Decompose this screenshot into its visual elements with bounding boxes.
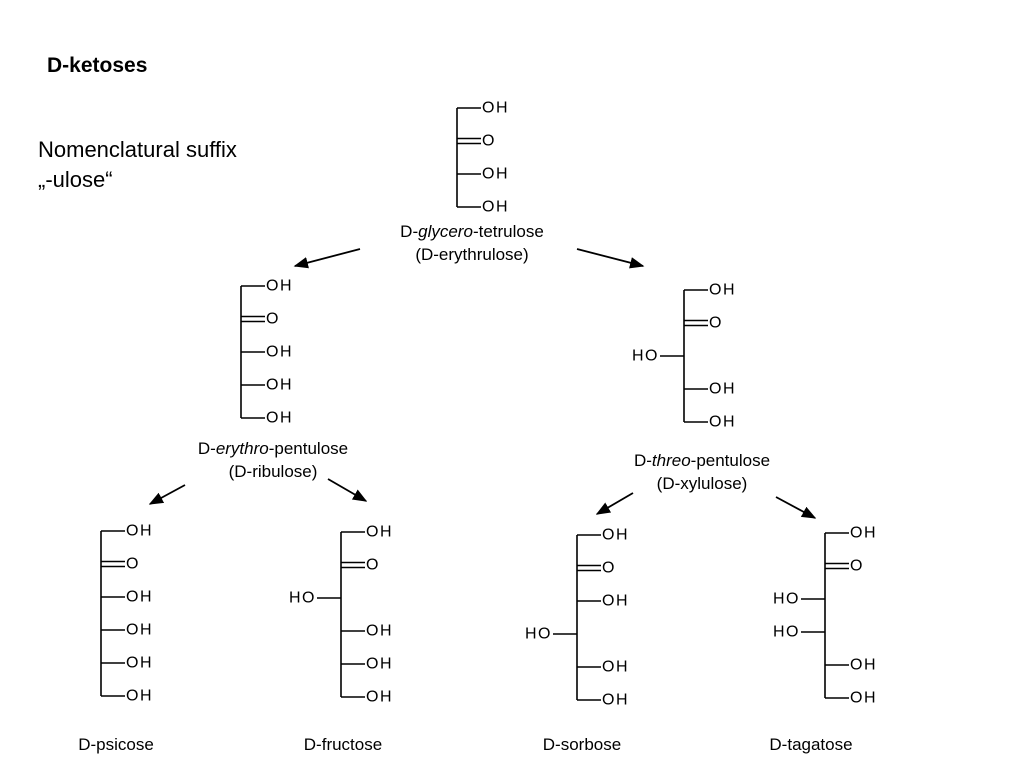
hydroxyl-group-label: OH: [126, 688, 153, 705]
arrows-layer: [148, 248, 817, 519]
arrow-tetrulose-to-xylulose: [576, 248, 645, 269]
compound-name-tagatose: D-tagatose: [769, 735, 852, 754]
hydroxyl-group-label: HO: [289, 590, 316, 607]
compound-name-psicose: D-psicose: [78, 735, 154, 754]
carbonyl-oxygen-label: O: [850, 558, 864, 575]
name-prefix: D-: [634, 451, 652, 470]
hydroxyl-group-label: OH: [850, 657, 877, 674]
carbonyl-oxygen-label: O: [126, 556, 140, 573]
carbonyl-oxygen-label: O: [366, 557, 380, 574]
compound-name-fructose: D-fructose: [304, 735, 382, 754]
compound-common-name-xylulose: (D-xylulose): [657, 474, 748, 493]
hydroxyl-group-label: HO: [525, 626, 552, 643]
hydroxyl-group-label: HO: [632, 348, 659, 365]
structures-layer: OHOOHOHOHOOHOHOHOHOHOOHOHOHOOHOHOHOHOHOH…: [100, 100, 877, 709]
name-stereo-prefix: glycero: [418, 222, 473, 241]
hydroxyl-group-label: OH: [266, 278, 293, 295]
hydroxyl-group-label: OH: [126, 589, 153, 606]
structure-tagatose: OH O HO HO OH OH: [773, 525, 877, 707]
compound-common-name-ribulose: (D-ribulose): [229, 462, 318, 481]
arrow-xylulose-to-tagatose: [775, 496, 817, 519]
hydroxyl-group-label: OH: [366, 623, 393, 640]
hydroxyl-group-label: OH: [366, 524, 393, 541]
hydroxyl-group-label: OH: [366, 656, 393, 673]
carbonyl-oxygen-label: O: [709, 315, 723, 332]
name-suffix: -pentulose: [269, 439, 348, 458]
carbonyl-oxygen-label: O: [266, 311, 280, 328]
arrow-ribulose-to-psicose: [148, 484, 186, 505]
carbonyl-oxygen-label: O: [482, 133, 496, 150]
nomenclature-note: Nomenclatural suffix „-ulose“: [38, 135, 237, 195]
name-suffix: -pentulose: [691, 451, 770, 470]
hydroxyl-group-label: OH: [126, 655, 153, 672]
hydroxyl-group-label: OH: [602, 659, 629, 676]
slide-title: D-ketoses: [47, 54, 148, 77]
structure-xylulose: OH O HO OH OH: [632, 282, 736, 431]
arrow-ribulose-to-fructose: [327, 478, 368, 502]
captions-layer: D-glycero-tetrulose (D-erythrulose) D-eryt…: [78, 222, 852, 754]
hydroxyl-group-label: OH: [266, 344, 293, 361]
structure-ribulose: OH O OH OH OH: [240, 278, 293, 427]
structure-fructose: OH O HO OH OH OH: [289, 524, 393, 706]
compound-name-xylulose: D-threo-pentulose: [634, 451, 770, 470]
hydroxyl-group-label: OH: [482, 100, 509, 117]
hydroxyl-group-label: HO: [773, 624, 800, 641]
compound-common-name-tetrulose: (D-erythrulose): [415, 245, 528, 264]
hydroxyl-group-label: OH: [709, 414, 736, 431]
compound-name-tetrulose: D-glycero-tetrulose: [400, 222, 544, 241]
carbonyl-oxygen-label: O: [602, 560, 616, 577]
nomenclature-note-line-2: „-ulose“: [38, 167, 113, 192]
nomenclature-note-line-1: Nomenclatural suffix: [38, 137, 237, 162]
hydroxyl-group-label: OH: [602, 593, 629, 610]
hydroxyl-group-label: OH: [126, 622, 153, 639]
name-prefix: D-: [400, 222, 418, 241]
name-suffix: -tetrulose: [473, 222, 544, 241]
structure-sorbose: OH O OH HO OH OH: [525, 527, 629, 709]
arrow-tetrulose-to-ribulose: [293, 248, 361, 269]
hydroxyl-group-label: OH: [126, 523, 153, 540]
structure-psicose: OH O OH OH OH OH: [100, 523, 153, 705]
hydroxyl-group-label: OH: [602, 527, 629, 544]
hydroxyl-group-label: OH: [482, 199, 509, 216]
hydroxyl-group-label: OH: [266, 377, 293, 394]
name-stereo-prefix: threo: [652, 451, 691, 470]
name-prefix: D-: [198, 439, 216, 458]
hydroxyl-group-label: OH: [850, 525, 877, 542]
hydroxyl-group-label: OH: [482, 166, 509, 183]
name-stereo-prefix: erythro: [216, 439, 269, 458]
hydroxyl-group-label: OH: [850, 690, 877, 707]
arrow-xylulose-to-sorbose: [595, 492, 634, 515]
hydroxyl-group-label: OH: [709, 282, 736, 299]
hydroxyl-group-label: OH: [602, 692, 629, 709]
hydroxyl-group-label: OH: [366, 689, 393, 706]
compound-name-ribulose: D-erythro-pentulose: [198, 439, 348, 458]
hydroxyl-group-label: OH: [266, 410, 293, 427]
compound-name-sorbose: D-sorbose: [543, 735, 621, 754]
structure-tetrulose: OH O OH OH: [456, 100, 509, 216]
hydroxyl-group-label: OH: [709, 381, 736, 398]
hydroxyl-group-label: HO: [773, 591, 800, 608]
